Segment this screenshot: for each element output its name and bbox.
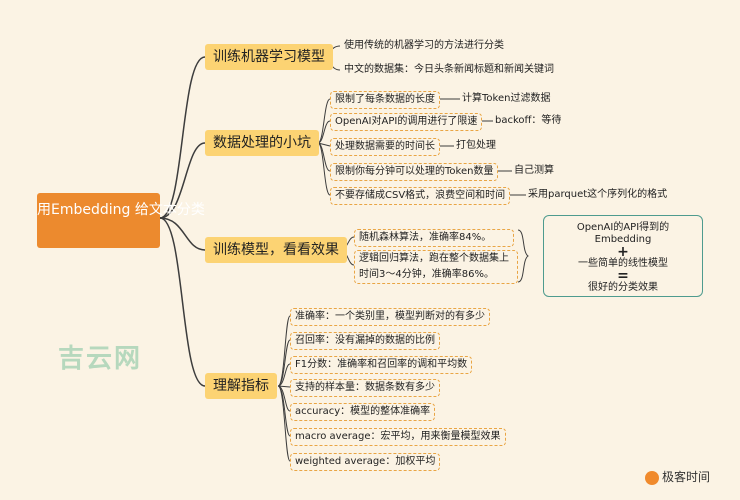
- note-parquet: 采用parquet这个序列化的格式: [528, 189, 668, 200]
- watermark: 吉云网: [58, 344, 143, 374]
- root-node: 用Embedding 给文本分类: [37, 193, 205, 248]
- branch-train-ml-model: 训练机器学习模型: [205, 44, 333, 70]
- leaf-support: 支持的样本量：数据条数有多少: [290, 379, 440, 397]
- brand-logo: 极客时间: [645, 468, 710, 485]
- leaf-chinese-dataset: 中文的数据集：今日头条新闻标题和新闻关键词: [344, 64, 554, 75]
- leaf-macro-avg: macro average：宏平均，用来衡量模型效果: [290, 428, 506, 446]
- summary-box: OpenAI的API得到的 Embedding + 一些简单的线性模型 = 很好…: [543, 215, 703, 297]
- leaf-traditional-ml: 使用传统的机器学习的方法进行分类: [344, 40, 504, 51]
- branch-data-pitfalls: 数据处理的小坑: [205, 130, 319, 156]
- leaf-recall: 召回率：没有漏掉的数据的比例: [290, 332, 440, 350]
- leaf-processing-time: 处理数据需要的时间长: [330, 138, 440, 156]
- leaf-accuracy: accuracy：模型的整体准确率: [290, 403, 436, 421]
- leaf-token-per-minute: 限制你每分钟可以处理的Token数量: [330, 163, 499, 181]
- summary-line2: Embedding: [594, 234, 652, 245]
- branch-train-model: 训练模型，看看效果: [205, 237, 347, 263]
- leaf-weighted-avg: weighted average：加权平均: [290, 453, 441, 471]
- leaf-precision: 准确率：一个类别里，模型判断对的有多少: [290, 308, 490, 326]
- leaf-f1: F1分数：准确率和召回率的调和平均数: [290, 356, 473, 374]
- leaf-no-csv: 不要存储成CSV格式，浪费空间和时间: [330, 187, 511, 205]
- note-measure: 自己测算: [514, 165, 554, 176]
- summary-equals: =: [617, 268, 629, 284]
- leaf-rate-limit: OpenAI对API的调用进行了限速: [330, 113, 483, 131]
- branch-metrics: 理解指标: [205, 373, 277, 399]
- summary-line1: OpenAI的API得到的: [576, 222, 670, 233]
- leaf-random-forest: 随机森林算法，准确率84%。: [354, 229, 514, 247]
- note-backoff: backoff：等待: [495, 115, 562, 126]
- brand-name: 极客时间: [662, 470, 711, 484]
- summary-plus: +: [617, 244, 629, 260]
- brand-logo-icon: [645, 470, 659, 485]
- summary-line4: 很好的分类效果: [588, 282, 658, 293]
- leaf-logistic-regression: 逻辑回归算法，跑在整个数据集上时间3～4分钟，准确率86%。: [354, 250, 518, 284]
- leaf-length-limit: 限制了每条数据的长度: [330, 91, 440, 109]
- summary-line3: 一些简单的线性模型: [578, 258, 668, 269]
- note-token-filter: 计算Token过滤数据: [462, 93, 551, 104]
- note-batch: 打包处理: [456, 140, 496, 151]
